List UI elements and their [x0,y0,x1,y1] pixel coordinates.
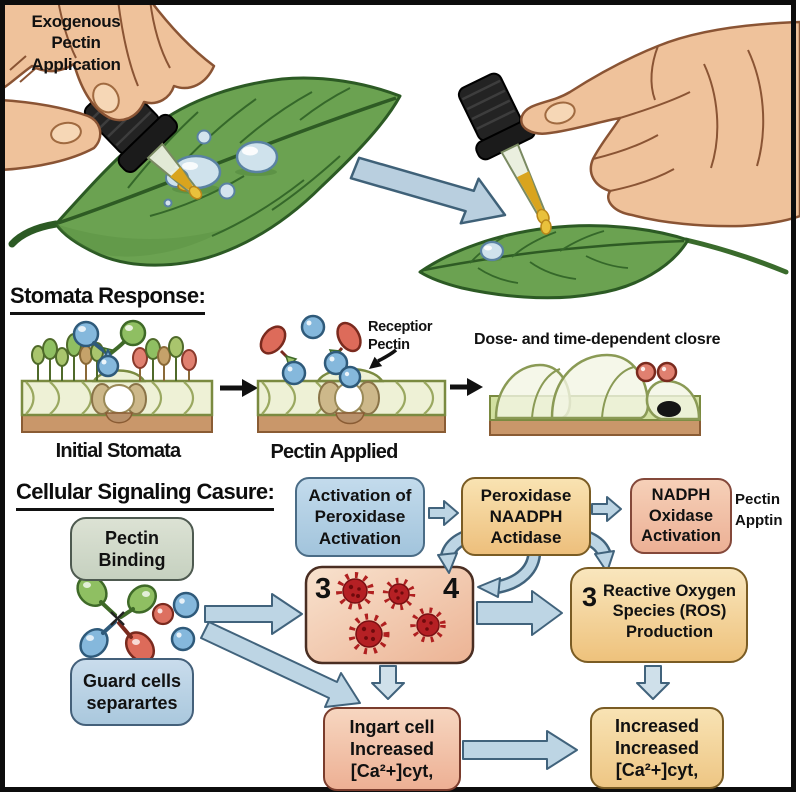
arrow-ingart-increased [462,730,578,770]
hand-right [520,20,800,228]
box-ingart-cell: Ingart cell Increased [Ca²+]cyt, [323,707,461,791]
virus-icon [410,607,446,643]
pectin-apptin-label: Pectin Apptin [735,491,783,529]
box-guard-cells: Guard cells separartes [70,658,194,726]
virus-icon [348,613,390,655]
dropper-right [457,72,550,225]
panel-label-pectin: Pectin Applied [270,441,399,463]
box-nadph-oxidase: NADPH Oxidase Activation [630,478,732,554]
top-label: Exogenous Pectin Application [31,12,121,74]
falling-drop [540,219,552,235]
receptor-note: Receptior Pectin [368,319,433,354]
virus-icon [336,572,374,610]
arrow-cluster-virus [204,593,303,635]
box-increased: Increased Increased [Ca²+]cyt, [590,707,724,789]
arrow-ros-down [636,665,670,700]
virus-icon [382,577,416,611]
ros-number: 3 [581,582,598,612]
arrow-stomata-1 [220,379,258,397]
virus-number-3: 3 [315,573,332,605]
small-leaf [418,224,789,300]
pectin-molecule-cluster [76,575,200,663]
virus-number-4: 4 [443,573,460,605]
arrow-virus-ros [476,590,563,636]
arrow-act-perox [428,500,459,526]
stomata-panel-initial [20,319,214,433]
arrow-virus-down [371,665,405,700]
arrow-cluster-ingart [200,621,361,708]
ros-burst-box [304,565,475,665]
panel-label-closure: Dose- and time-dependent closre [474,331,721,348]
hand-left [0,0,216,172]
stomata-panel-pectin [256,314,447,433]
stomata-heading: Stomata Response: [10,283,206,315]
panel-label-initial: Initial Stomata [55,440,182,462]
box-activation: Activation of Peroxidase Activation [295,477,425,557]
signaling-heading: Cellular Signaling Casure: [16,479,275,511]
stomata-panel-closed [489,353,701,436]
arrow-stomata-2 [450,378,483,396]
arrow-perox-nadph [591,496,622,522]
box-pectin-binding: Pectin Binding [70,517,194,581]
box-peroxidase: Peroxidase NAADPH Actidase [461,477,591,556]
transfer-arrow [349,156,507,225]
